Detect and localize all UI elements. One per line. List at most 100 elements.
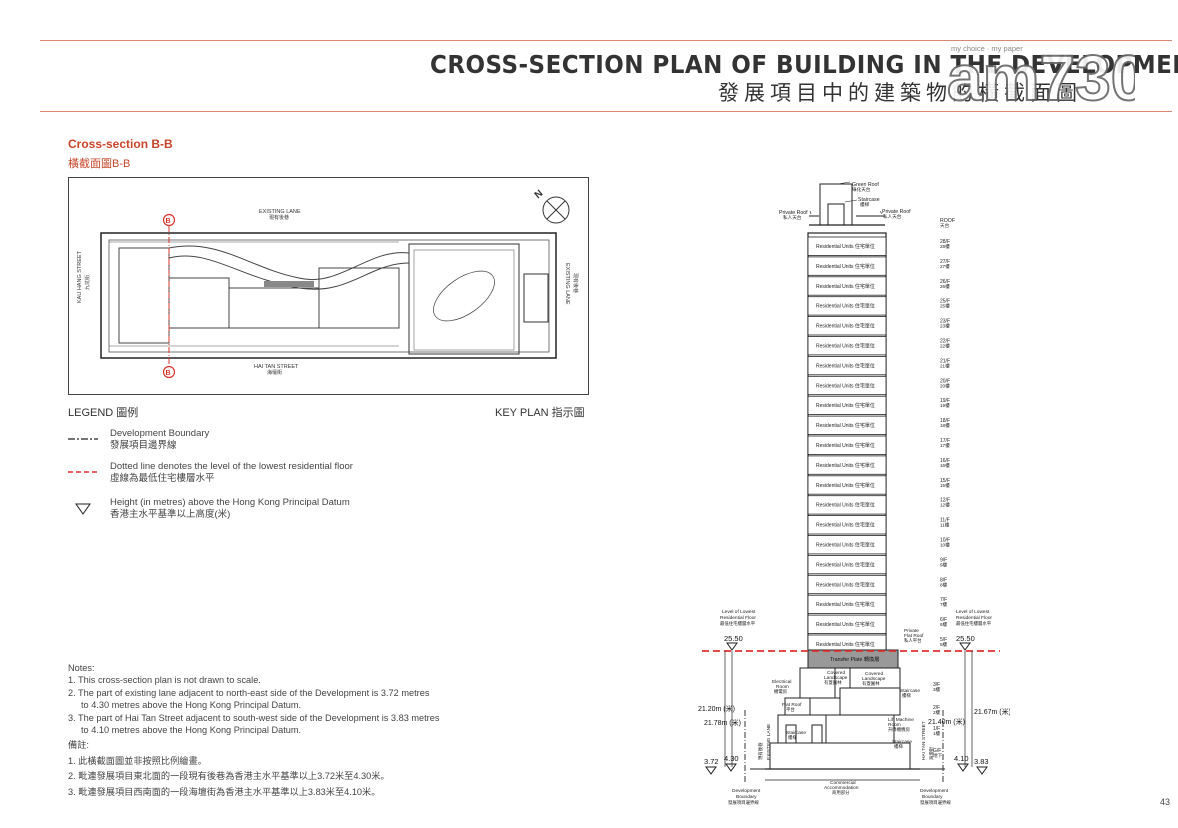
lowest-floor-left-1: Level of Lowest [722,609,756,615]
floor-level-label-zh: 28樓 [940,243,950,250]
private-flat-roof-1: Private [904,628,919,634]
dev-boundary-right-zh: 發展項目邊界線 [920,799,951,806]
note-zh-2: 2. 毗連發展項目東北面的一段現有後巷為香港主水平基準以上3.72米至4.30米… [68,771,390,782]
legend-heading: LEGEND 圖例 [68,407,139,419]
floor-box [807,395,887,415]
floor-unit-label: Residential Units 住宅單位 [816,382,875,389]
floor-box [807,614,887,634]
covered-landscape-left-2: Landscape [824,675,848,681]
floor-level-label: 26/F [940,279,950,285]
note-3-cont: to 4.10 metres above the Hong Kong Princ… [81,725,302,736]
floor-level-label-zh: 23樓 [940,323,950,330]
ground-right-a: 4.10 [954,754,969,763]
legend-item-boundary: Development Boundary 發展項目邊界線 [110,428,209,452]
green-roof-label-zh: 綠化天台 [852,186,871,193]
height-right-dim-b: 21.40m (米) [928,717,965,726]
lower-floor-label: 2/F [933,705,940,711]
floor-level-label-zh: 16樓 [940,462,950,469]
floor-box [807,535,887,555]
floor-unit-label: Residential Units 住宅單位 [816,303,875,310]
floor-level-label-zh: 22樓 [940,343,950,350]
floor-level-label: 16/F [940,458,950,464]
notes-heading-zh: 備註: [68,740,89,751]
floor-unit-label: Residential Units 住宅單位 [816,621,875,628]
electrical-room-1: Electrical [772,679,791,685]
lane-right-label: EXISTING LANE [564,263,570,305]
floor-level-label: 17/F [940,438,950,444]
roof-features [809,181,885,226]
floor-unit-label: Residential Units 住宅單位 [816,581,875,588]
floor-unit-label: Residential Units 住宅單位 [816,323,875,330]
svg-text:B: B [166,370,171,377]
floor-level-label: 7/F [940,597,947,603]
floor-unit-label: Residential Units 住宅單位 [816,542,875,549]
cross-section-drawing: Green Roof 綠化天台 Staircase 樓梯 Private Roo… [698,181,1010,806]
staircase-top-label-zh: 樓梯 [860,201,870,208]
key-plan-drawing: N EXISTING LANE 現有後巷 KAU HANG STREET 九坑街… [77,188,579,379]
floor-level-label-zh: 17樓 [940,442,950,449]
floor-level-label-zh: 5樓 [940,641,948,648]
floor-box [807,455,887,475]
floor-box [807,316,887,336]
lift-machine-2: Room [888,722,901,728]
floor-unit-label: Residential Units 住宅單位 [816,263,875,270]
floor-box [807,375,887,396]
floor-level-label-zh: 7樓 [940,601,948,608]
floor-level-label-zh: 15樓 [940,482,950,489]
hai-tan-street-label: HAI TAN STREET [921,721,927,760]
dev-boundary-left-2: Boundary [736,794,757,800]
legend-symbols [68,438,98,515]
note-1: 1. This cross-section plan is not drawn … [68,675,261,686]
height-right-lowest: 25.50 [956,634,975,643]
floor-box [807,475,887,495]
page-number: 43 [1160,797,1171,807]
floor-level-label: 18/F [940,418,950,424]
hai-tan-street-label-zh: 海壇街 [928,746,935,760]
street-left-label-zh: 九坑街 [84,275,91,290]
watermark-text: am730 [947,42,1135,110]
commercial-zh: 商用部分 [832,789,850,796]
floor-unit-label: Residential Units 住宅單位 [816,561,875,568]
dev-boundary-left-1: Development [732,788,761,794]
note-3: 3. The part of Hai Tan Street adjacent t… [68,712,440,723]
lift-machine-1: Lift Machine [888,717,914,723]
floor-level-label: 21/F [940,358,950,364]
height-left-dim-b: 21.78m (米) [704,718,741,727]
staircase-left-label-zh: 樓梯 [788,734,797,741]
podium [750,667,945,781]
green-roof-label: Green Roof [852,182,879,188]
street-left-label: KAU HANG STREET [77,250,83,303]
floor-unit-label: Residential Units 住宅單位 [816,362,875,369]
floor-box [807,355,887,376]
staircase-left-label: Staircase [786,730,806,736]
lowest-floor-left-zh: 最低住宅樓層水平 [720,620,756,627]
dimension-lines [724,651,973,767]
floor-box [807,554,887,575]
floor-unit-label: Residential Units 住宅單位 [816,283,875,290]
lower-floor-label-zh: 1樓 [933,730,941,737]
floor-box [807,276,887,296]
floor-level-label: 5/F [940,637,947,643]
floor-level-label: 25/F [940,299,950,305]
street-bottom-label: HAI TAN STREET [254,364,299,370]
floor-level-label: 8/F [940,577,947,583]
floor-level-label-zh: 8樓 [940,581,948,588]
floor-level-label: 15/F [940,478,950,484]
roof-label: ROOF [940,218,955,224]
floor-unit-label: Residential Units 住宅單位 [816,601,875,608]
staircase-lower-label-zh: 樓梯 [894,743,903,750]
floor-level-label-zh: 6樓 [940,621,948,628]
lower-floor-label: G/F [933,748,941,754]
note-2: 2. The part of existing lane adjacent to… [68,687,430,698]
notes-block: Notes: 1. This cross-section plan is not… [68,662,488,798]
height-triangle-right-icon [959,642,971,651]
lane-top-label: EXISTING LANE [259,209,301,215]
section-marker-bottom-icon: B [162,365,176,379]
legend-height-zh: 香港主水平基準以上高度(米) [110,509,231,520]
floor-level-label-zh: 20樓 [940,382,950,389]
staircase-lower-label: Staircase [892,739,912,745]
floor-level-label-zh: 25樓 [940,303,950,310]
floor-level-label: 12/F [940,498,950,504]
dev-boundary-right-2: Boundary [922,794,943,800]
